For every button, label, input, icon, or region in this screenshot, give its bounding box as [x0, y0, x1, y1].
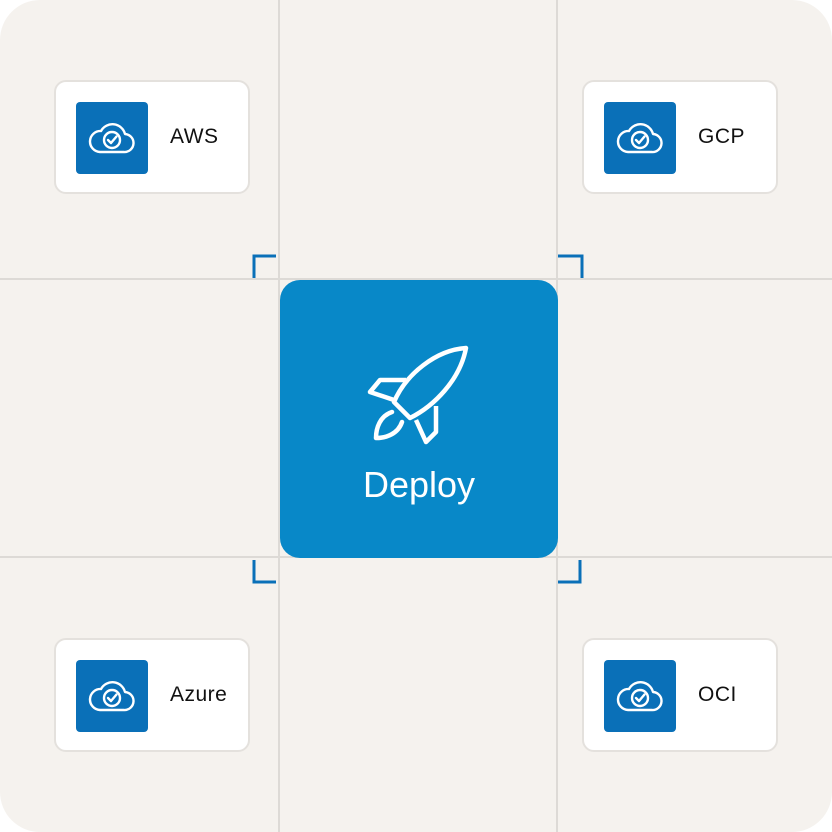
cloud-check-icon — [604, 102, 676, 174]
corner-bracket-top-left — [252, 254, 276, 278]
provider-card-azure[interactable]: Azure — [54, 638, 250, 752]
cloud-check-icon — [76, 660, 148, 732]
deploy-tile[interactable] — [280, 280, 558, 558]
corner-bracket-bottom-left — [252, 560, 276, 584]
cloud-check-icon — [76, 102, 148, 174]
grid-line-vertical — [278, 0, 280, 832]
provider-card-aws[interactable]: AWS — [54, 80, 250, 194]
provider-card-gcp[interactable]: GCP — [582, 80, 778, 194]
deploy-label: Deploy — [362, 464, 476, 505]
provider-card-oci[interactable]: OCI — [582, 638, 778, 752]
corner-bracket-bottom-right — [558, 560, 582, 584]
cloud-check-icon — [604, 660, 676, 732]
provider-label: OCI — [698, 683, 737, 706]
provider-label: GCP — [698, 125, 746, 148]
corner-bracket-top-right — [558, 254, 584, 278]
grid-line-horizontal — [0, 278, 832, 280]
provider-label: AWS — [170, 125, 219, 148]
rocket-icon — [367, 345, 469, 445]
provider-label: Azure — [170, 683, 228, 706]
